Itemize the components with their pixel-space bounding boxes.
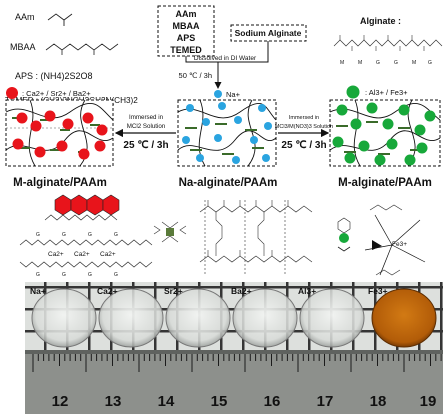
g-label: G (62, 272, 66, 278)
gel-disc-ca (98, 288, 164, 348)
unit-label: M (340, 60, 344, 66)
g-label: G (88, 272, 92, 278)
g-label: G (114, 272, 118, 278)
gel-disc-ba (232, 288, 298, 348)
alginate-units: M M G G M G (340, 60, 432, 66)
photo-ion-label: Al3+ (298, 286, 316, 296)
ruler-number: 16 (264, 393, 281, 410)
egg-box-ion: Ca2+ (100, 251, 116, 258)
alginate-structure (333, 35, 443, 51)
na-legend: Na+ (226, 90, 241, 99)
right-arrow-text-1: Immersed in (289, 115, 319, 121)
sodium-alginate-label: Sodium Alginate (235, 28, 302, 38)
ruler-number: 15 (211, 393, 228, 410)
left-arrow-text-2: MCl2 Solution (127, 123, 166, 130)
trivalent-ion: Fe3+ (392, 241, 407, 248)
na-legend-dot (214, 90, 222, 98)
dissolved-label: Dissolved in DI Water (194, 55, 257, 62)
unit-label: G (428, 60, 432, 66)
condition-top: 50 ℃ / 3h (179, 71, 212, 80)
egg-box-ion: Ca2+ (48, 251, 64, 258)
ruler-number: 18 (370, 393, 387, 410)
photo-ion-label: Na+ (30, 286, 46, 296)
gel-photo: 12 13 14 15 16 17 18 19 Na+ Ca2+ Sr2+ Ba… (25, 282, 443, 414)
right-arrow-condition: 25 ℃ / 3h (281, 140, 326, 151)
ruler-ticks (32, 354, 442, 372)
box-line-mbaa: MBAA (173, 21, 200, 31)
gel-name-left: M-alginate/PAAm (13, 177, 107, 189)
alginate-label: Alginate : (360, 16, 401, 26)
reagent-mbaa: MBAA (10, 42, 36, 52)
g-label: G (88, 232, 92, 238)
ruler-number: 17 (317, 393, 334, 410)
trivalent-ion-legend-dot (346, 85, 360, 99)
network-right (329, 99, 441, 167)
ruler: 12 13 14 15 16 17 18 19 (25, 350, 443, 414)
gel-disc-sr (165, 288, 231, 348)
polymer-structure (153, 200, 313, 275)
gel-disc-fe (371, 288, 437, 348)
gel-name-right: M-alginate/PAAm (338, 177, 432, 189)
unit-label: G (376, 60, 380, 66)
g-label: G (36, 272, 40, 278)
unit-label: G (394, 60, 398, 66)
mbaa-structure (45, 43, 119, 55)
ruler-number: 12 (52, 393, 69, 410)
merge-line (185, 41, 269, 63)
g-label: G (114, 232, 118, 238)
unit-label: M (412, 60, 416, 66)
reagent-aam: AAm (15, 12, 35, 22)
divalent-ion-legend-dot (6, 87, 18, 99)
right-arrow-text-2: MCl3/M(NO3)3 Solution (275, 124, 333, 130)
photo-ion-label: Sr2+ (164, 286, 183, 296)
trivalent-coordination: Fe3+ (337, 204, 426, 276)
sodium-alginate-box: Sodium Alginate (230, 24, 307, 42)
monomer-box: AAm MBAA APS TEMED (157, 5, 215, 57)
reagent-aps: APS : (NH4)2S2O8 (15, 71, 93, 81)
gel-disc-na (31, 288, 97, 348)
hex-chain (54, 194, 120, 216)
egg-box-model: Ca2+ Ca2+ Ca2+ G G G G G G G G (19, 194, 153, 278)
egg-box-ion: Ca2+ (74, 251, 90, 258)
aam-structure (47, 13, 73, 26)
box-line-aam: AAm (175, 9, 196, 19)
trivalent-legend: : Al3+ / Fe3+ (365, 88, 408, 97)
photo-ion-label: Fe3+ (368, 286, 388, 296)
left-arrow-text-1: Immersed in (129, 114, 164, 121)
network-center (177, 99, 277, 167)
box-line-temed: TEMED (170, 45, 202, 55)
photo-ion-label: Ba2+ (231, 286, 252, 296)
g-label: G (36, 232, 40, 238)
g-label: G (62, 232, 66, 238)
network-left (5, 99, 114, 167)
unit-label: M (358, 60, 362, 66)
box-line-aps: APS (177, 33, 196, 43)
left-arrow-condition: 25 ℃ / 3h (123, 140, 168, 151)
ruler-number: 13 (105, 393, 122, 410)
ruler-number: 19 (420, 393, 437, 410)
divalent-legend: : Ca2+ / Sr2+ / Ba2+ (22, 89, 91, 98)
ruler-number: 14 (158, 393, 175, 410)
photo-ion-label: Ca2+ (97, 286, 118, 296)
gel-disc-al (299, 288, 365, 348)
gel-name-center: Na-alginate/PAAm (179, 177, 278, 189)
